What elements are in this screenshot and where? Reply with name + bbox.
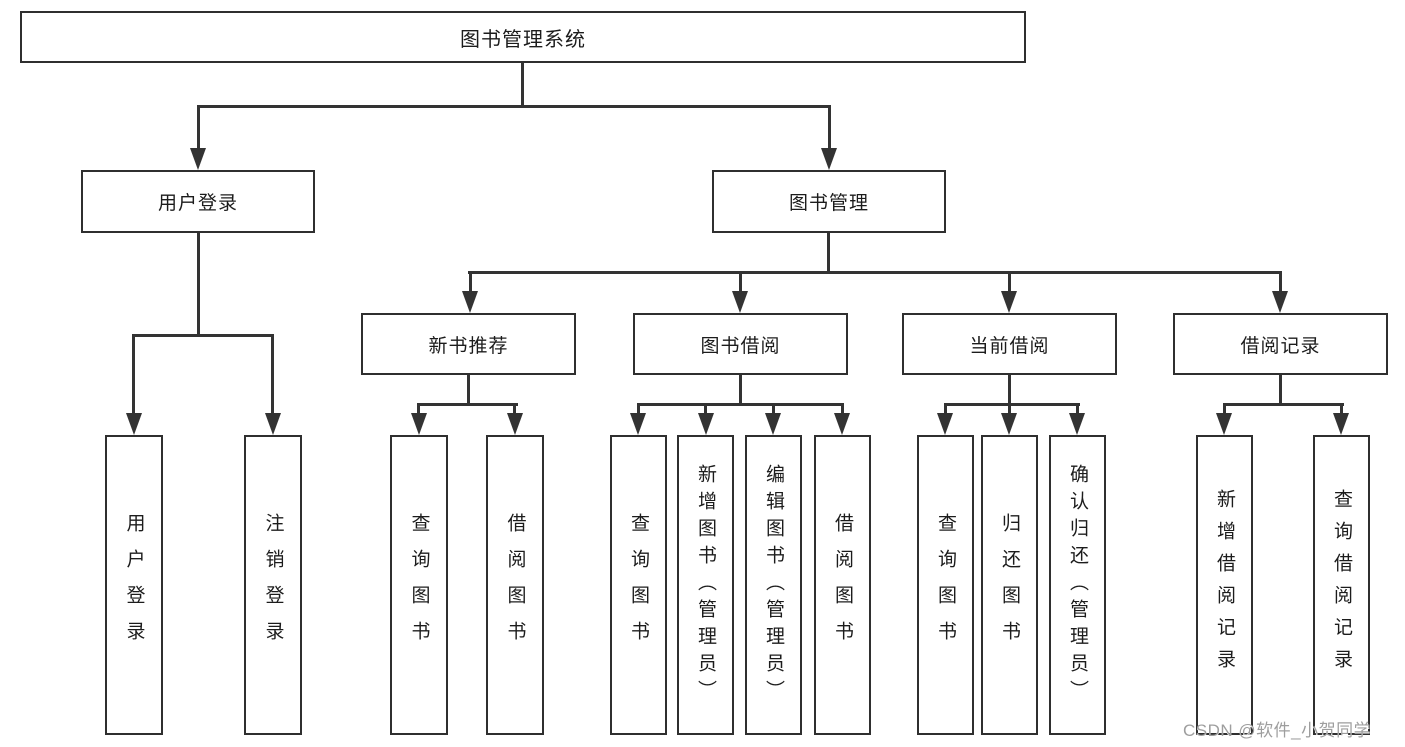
connector-line	[739, 271, 742, 293]
leaf-label: 查询借阅记录	[1331, 489, 1352, 681]
watermark: CSDN @软件_小贺同学	[1183, 721, 1372, 740]
leaf-add-borrow-record: 新增借阅记录	[1196, 435, 1253, 735]
leaf-return-books: 归还图书	[981, 435, 1038, 735]
leaf-borrow-books: 借阅图书	[486, 435, 544, 735]
node-book-borrowing: 图书借阅	[633, 313, 848, 375]
connector-line	[1076, 403, 1079, 415]
connector-line	[132, 334, 135, 414]
node-library-management-system: 图书管理系统	[20, 11, 1026, 63]
node-borrowing-records: 借阅记录	[1173, 313, 1388, 375]
connector-line	[271, 334, 274, 414]
arrowhead-down-icon	[1069, 413, 1085, 435]
arrowhead-down-icon	[1333, 413, 1349, 435]
connector-line	[1008, 403, 1011, 415]
connector-line	[944, 403, 1080, 406]
connector-line	[469, 271, 472, 293]
leaf-label: 确认归还（管理员）	[1067, 463, 1088, 707]
node-label: 用户登录	[157, 193, 238, 214]
node-label: 新书推荐	[428, 335, 509, 357]
connector-line	[827, 233, 830, 274]
node-book-management: 图书管理	[712, 170, 946, 233]
arrowhead-down-icon	[1001, 291, 1017, 313]
arrowhead-down-icon	[630, 413, 646, 435]
connector-line	[132, 334, 274, 337]
arrowhead-down-icon	[937, 413, 953, 435]
leaf-label: 注销登录	[262, 513, 284, 657]
leaf-label: 查询图书	[408, 513, 430, 657]
connector-line	[1340, 403, 1343, 415]
connector-line	[197, 105, 831, 108]
arrowhead-down-icon	[1001, 413, 1017, 435]
leaf-edit-books-admin: 编辑图书（管理员）	[745, 435, 802, 735]
arrowhead-down-icon	[507, 413, 523, 435]
connector-line	[467, 375, 470, 405]
connector-line	[1008, 271, 1011, 293]
arrowhead-down-icon	[698, 413, 714, 435]
node-label: 图书管理系统	[460, 28, 586, 51]
connector-line	[1279, 271, 1282, 293]
arrowhead-down-icon	[765, 413, 781, 435]
connector-line	[637, 403, 844, 406]
leaf-add-books-admin: 新增图书（管理员）	[677, 435, 734, 735]
leaf-label: 借阅图书	[832, 513, 853, 657]
leaf-user-login: 用户登录	[105, 435, 163, 735]
leaf-confirm-return-admin: 确认归还（管理员）	[1049, 435, 1106, 735]
connector-line	[197, 233, 200, 336]
leaf-label: 新增借阅记录	[1214, 489, 1235, 681]
connector-line	[417, 403, 518, 406]
node-label: 当前借阅	[969, 335, 1050, 357]
node-label: 借阅记录	[1240, 335, 1321, 357]
connector-line	[1279, 375, 1282, 405]
connector-line	[1223, 403, 1226, 415]
arrowhead-down-icon	[834, 413, 850, 435]
leaf-query-books: 查询图书	[610, 435, 667, 735]
leaf-query-books: 查询图书	[390, 435, 448, 735]
leaf-query-books: 查询图书	[917, 435, 974, 735]
arrowhead-down-icon	[411, 413, 427, 435]
leaf-label: 用户登录	[123, 513, 145, 657]
node-current-borrowing: 当前借阅	[902, 313, 1117, 375]
arrowhead-down-icon	[1272, 291, 1288, 313]
arrowhead-down-icon	[732, 291, 748, 313]
leaf-borrow-books: 借阅图书	[814, 435, 871, 735]
arrowhead-down-icon	[462, 291, 478, 313]
node-new-book-recommendation: 新书推荐	[361, 313, 576, 375]
connector-line	[1223, 403, 1344, 406]
node-label: 图书管理	[788, 193, 869, 214]
connector-line	[468, 271, 1282, 274]
leaf-label: 新增图书（管理员）	[695, 463, 716, 707]
arrowhead-down-icon	[1216, 413, 1232, 435]
leaf-label: 归还图书	[999, 513, 1020, 657]
arrowhead-down-icon	[821, 148, 837, 170]
node-label: 图书借阅	[700, 335, 781, 357]
connector-line	[739, 375, 742, 405]
arrowhead-down-icon	[265, 413, 281, 435]
arrowhead-down-icon	[190, 148, 206, 170]
connector-line	[944, 403, 947, 415]
leaf-label: 查询图书	[628, 513, 649, 657]
connector-line	[828, 105, 831, 150]
leaf-query-borrow-record: 查询借阅记录	[1313, 435, 1370, 735]
connector-line	[521, 63, 524, 106]
connector-line	[417, 403, 420, 415]
connector-line	[704, 403, 707, 415]
leaf-logout: 注销登录	[244, 435, 302, 735]
leaf-label: 借阅图书	[504, 513, 526, 657]
node-user-login: 用户登录	[81, 170, 315, 233]
connector-line	[1008, 375, 1011, 405]
connector-line	[513, 403, 516, 415]
arrowhead-down-icon	[126, 413, 142, 435]
leaf-label: 查询图书	[935, 513, 956, 657]
connector-line	[197, 105, 200, 150]
connector-line	[841, 403, 844, 415]
connector-line	[637, 403, 640, 415]
leaf-label: 编辑图书（管理员）	[763, 463, 784, 707]
connector-line	[772, 403, 775, 415]
